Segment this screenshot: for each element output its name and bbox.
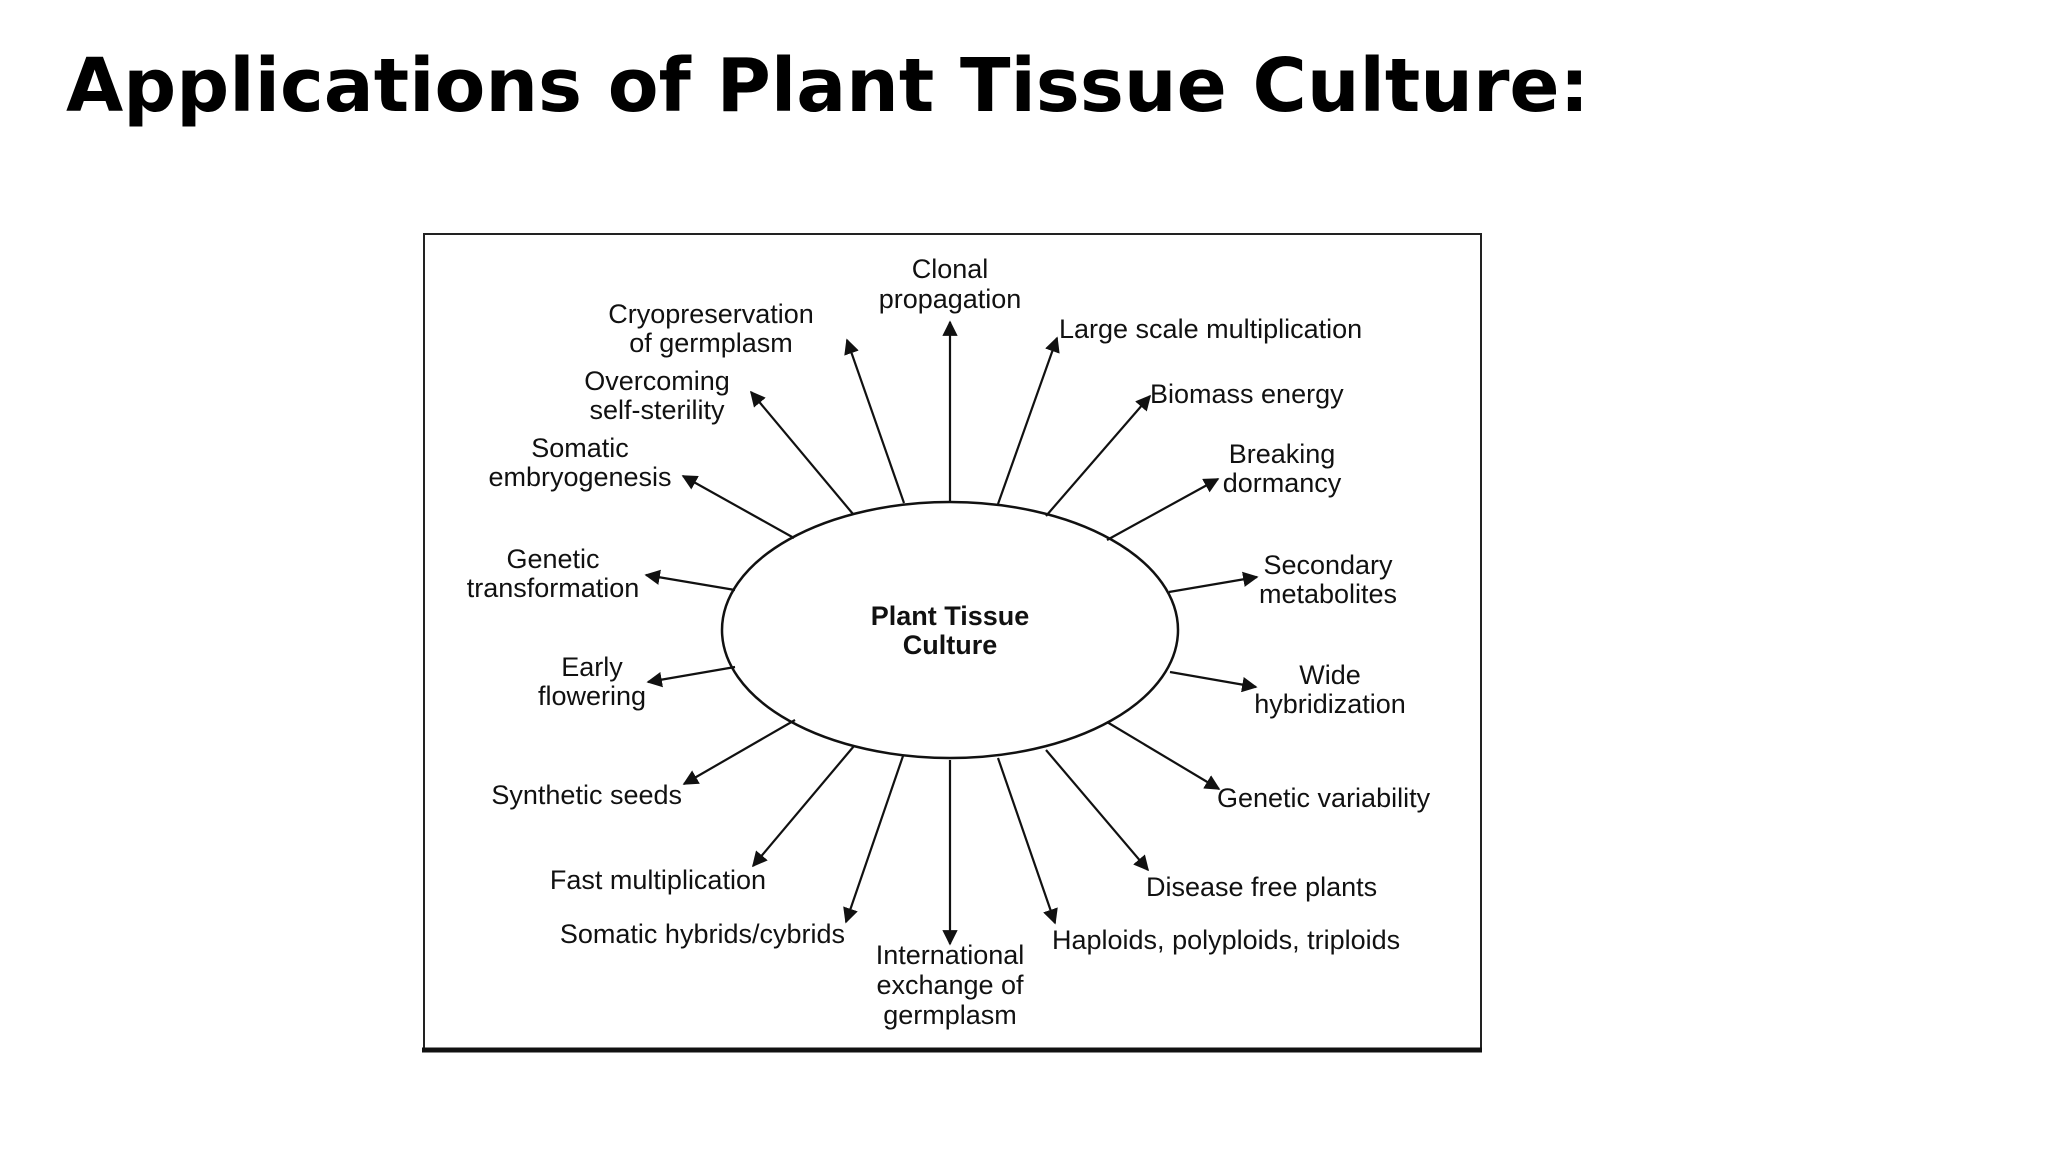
label-cryo-1: Cryopreservation [608,299,814,329]
application-labels: Clonal propagation Large scale multiplic… [467,254,1431,1030]
label-wide-hybrid-1: Wide [1299,660,1361,690]
slide-title: Applications of Plant Tissue Culture: [66,43,1590,129]
label-somatic-embryo-2: embryogenesis [488,462,671,492]
label-genetic-var: Genetic variability [1217,783,1431,813]
label-disease-free: Disease free plants [1146,872,1377,902]
label-secondary-1: Secondary [1263,550,1393,580]
arrow-dormancy [1106,478,1220,541]
arrow-synthetic-seeds [682,719,796,785]
arrow-genetic-transform [644,569,736,592]
arrow-disease-free [1045,749,1149,872]
label-international-1: International [876,940,1025,970]
arrow-haploids [996,757,1058,925]
label-somatic-hybrids: Somatic hybrids/cybrids [560,919,845,949]
label-clonal-2: propagation [879,284,1022,314]
label-dormancy-2: dormancy [1223,468,1342,498]
label-secondary-2: metabolites [1259,579,1397,609]
label-early-flowering-2: flowering [538,681,646,711]
label-international-3: germplasm [883,1000,1017,1030]
label-genetic-transform-2: transformation [467,573,640,603]
label-somatic-embryo-1: Somatic [531,433,629,463]
arrow-early-flowering [646,665,736,688]
label-biomass: Biomass energy [1150,379,1344,409]
label-synthetic-seeds: Synthetic seeds [491,780,682,810]
label-cryo-2: of germplasm [629,328,793,358]
label-wide-hybrid-2: hybridization [1254,689,1406,719]
arrow-somatic-embryo [681,475,795,539]
center-label-line-1: Plant Tissue [871,601,1030,631]
label-large-scale: Large scale multiplication [1059,314,1362,344]
label-haploids: Haploids, polyploids, triploids [1052,925,1400,955]
label-fast-mult: Fast multiplication [550,865,766,895]
arrows-group [644,320,1259,946]
arrow-fast-mult [752,745,855,868]
arrow-secondary [1168,571,1259,594]
arrow-biomass [1045,394,1152,517]
label-clonal-1: Clonal [912,254,989,284]
center-label-line-2: Culture [903,630,998,660]
arrow-large-scale [996,336,1060,505]
label-dormancy-1: Breaking [1229,439,1336,469]
arrow-wide-hybrid [1169,670,1258,693]
label-international-2: exchange of [876,970,1024,1000]
arrow-cryo [844,338,906,504]
arrow-somatic-hybrids [843,755,905,924]
arrow-genetic-var [1106,721,1221,790]
label-self-sterility-2: self-sterility [589,395,725,425]
arrow-self-sterility [750,390,854,515]
label-self-sterility-1: Overcoming [584,366,730,396]
label-genetic-transform-1: Genetic [506,544,599,574]
label-early-flowering-1: Early [561,652,623,682]
